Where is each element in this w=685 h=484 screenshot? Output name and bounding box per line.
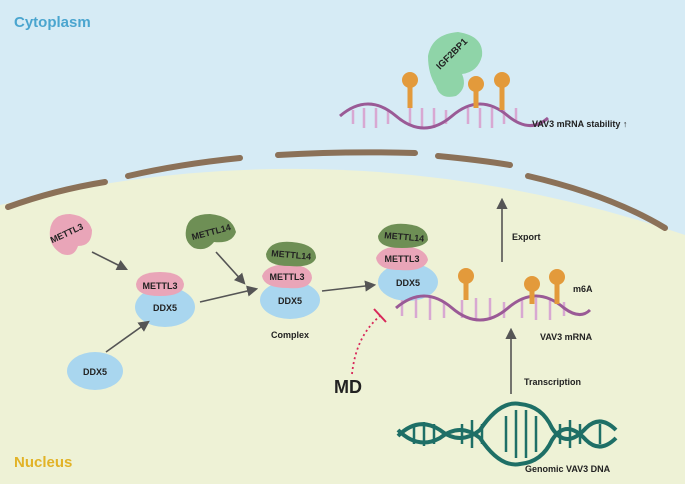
mettl3-label-complex: METTL3 — [270, 272, 305, 282]
complex-at-mrna: METTL14 METTL3 DDX5 — [376, 223, 438, 301]
transcription-label: Transcription — [524, 377, 581, 387]
stability-label: VAV3 mRNA stability ↑ — [532, 119, 627, 129]
complex-middle: METTL14 METTL3 DDX5 — [260, 241, 320, 319]
mettl14-label-complex: METTL14 — [271, 248, 312, 261]
m6a-mark-nuc-3 — [549, 269, 565, 304]
cytoplasm-mrna — [339, 102, 549, 130]
ddx5-protein-free: DDX5 — [67, 352, 123, 390]
m6a-mark-cyto-2 — [468, 76, 484, 108]
arrow-complex-to-mrna — [321, 280, 377, 292]
ddx5-label-free: DDX5 — [83, 367, 107, 377]
mettl3-label-mrna: METTL3 — [385, 254, 420, 264]
m6a-mark-nuc-1 — [458, 268, 474, 300]
mettl14-label-mrna: METTL14 — [384, 230, 425, 243]
arrow-ddx5-to-pair — [105, 320, 150, 353]
igf2bp1-protein: IGF2BP1 — [428, 32, 483, 97]
m6a-mark-cyto-3 — [494, 72, 510, 110]
ddx5-label-pair: DDX5 — [153, 303, 177, 313]
vav3-mrna-label: VAV3 mRNA — [540, 332, 593, 342]
ddx5-label-mrna: DDX5 — [396, 278, 420, 288]
nucleus-label: Nucleus — [14, 454, 72, 471]
mettl3-protein-free: METTL3 — [49, 214, 92, 255]
arrow-mettl14-to-complex — [215, 251, 246, 285]
mettl14-protein-free: METTL14 — [185, 214, 236, 250]
nuclear-envelope — [5, 149, 668, 231]
mettl3-ddx5-pair: METTL3 DDX5 — [135, 272, 195, 327]
export-label: Export — [512, 232, 541, 242]
m6a-mark-nuc-2 — [524, 276, 540, 304]
genomic-dna-label: Genomic VAV3 DNA — [525, 464, 611, 474]
nucleus-mrna — [395, 294, 592, 322]
pathway-arrows — [91, 197, 517, 394]
complex-label: Complex — [271, 330, 309, 340]
md-label: MD — [334, 377, 362, 397]
mettl3-label-pair: METTL3 — [143, 281, 178, 291]
genomic-dna — [396, 401, 618, 467]
m6a-mark-cyto-1 — [402, 72, 418, 108]
arrow-mettl3-to-pair — [91, 251, 129, 271]
arrow-pair-to-complex — [199, 285, 259, 303]
cytoplasm-label: Cytoplasm — [14, 14, 91, 31]
m6a-label: m6A — [573, 284, 593, 294]
ddx5-label-complex: DDX5 — [278, 296, 302, 306]
md-inhibition — [351, 308, 387, 375]
